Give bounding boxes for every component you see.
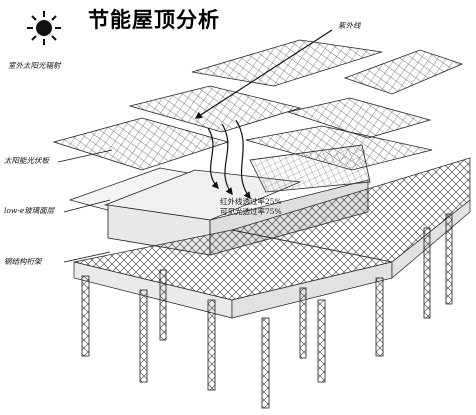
leader-lines	[57, 149, 113, 263]
label-steel-truss: 钢结构桁架	[4, 257, 42, 266]
truss-columns	[81, 213, 453, 409]
pv-panel-layer	[52, 39, 464, 171]
note-ir-transmittance: 红外线透过率25%	[220, 197, 282, 206]
note-visible-transmittance: 可见光透过率75%	[220, 207, 282, 216]
steel-truss-layer	[73, 157, 471, 319]
label-uv: 紫外线	[338, 21, 361, 30]
page-title: 节能屋顶分析	[88, 8, 220, 32]
solar-rays	[207, 119, 251, 200]
label-lowe-glass: low-e玻璃面层	[4, 206, 55, 215]
label-pv-panel: 太阳能光伏板	[4, 156, 49, 165]
label-solar-radiation: 室外太阳光辐射	[8, 61, 61, 70]
uv-ray	[194, 29, 333, 119]
sun-icon	[27, 11, 61, 45]
